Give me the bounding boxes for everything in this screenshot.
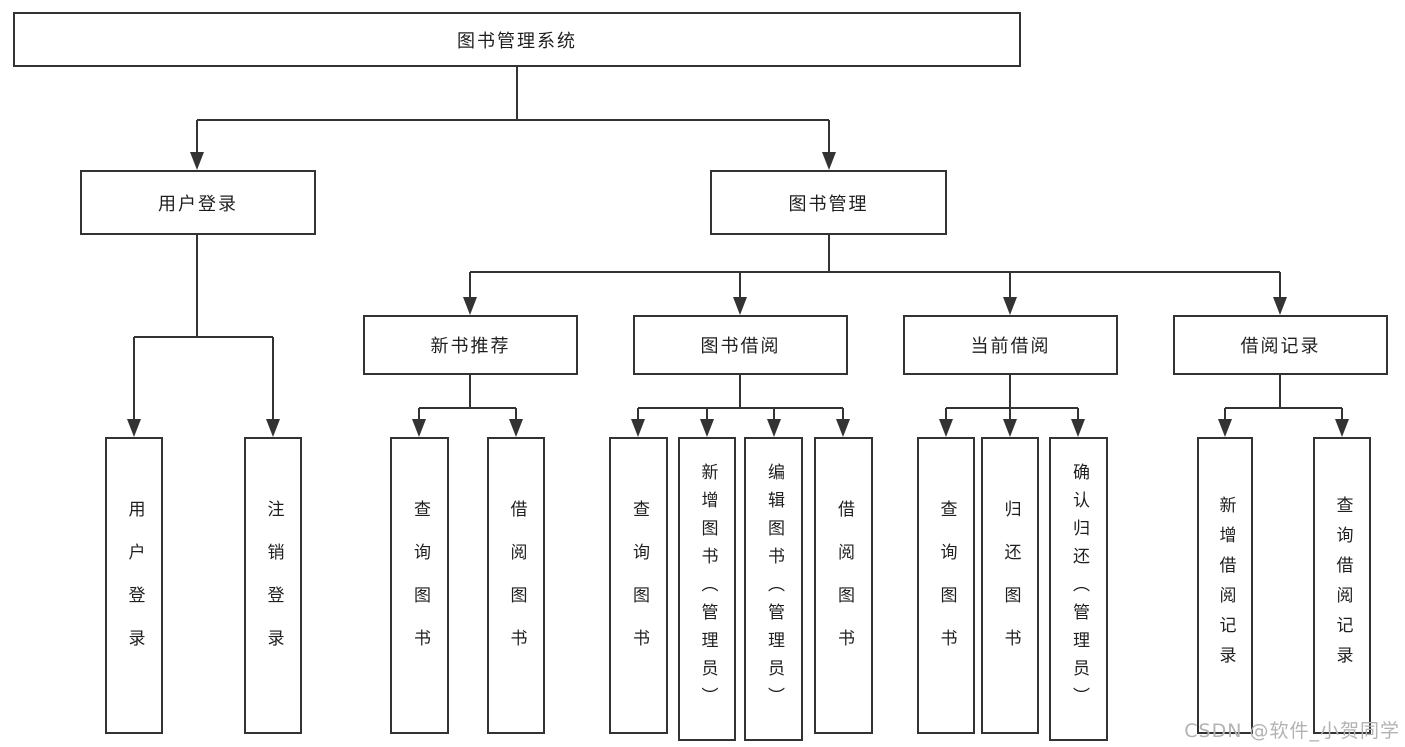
node-label: 当前借阅 xyxy=(970,336,1051,357)
node-label: 编辑图书（管理员） xyxy=(764,463,784,715)
leaf-return-books: 归还图书 xyxy=(981,437,1039,734)
leaf-edit-books-admin: 编辑图书（管理员） xyxy=(744,437,803,741)
node-label: 用户登录 xyxy=(124,499,145,672)
node-book-borrowing: 图书借阅 xyxy=(633,315,848,375)
node-label: 借阅记录 xyxy=(1240,336,1321,357)
node-label: 注销登录 xyxy=(263,499,284,672)
node-label: 图书借阅 xyxy=(700,336,781,357)
leaf-borrow-books-borrowing: 借阅图书 xyxy=(814,437,873,734)
node-label: 新增图书（管理员） xyxy=(697,463,718,715)
leaf-query-borrow-record: 查询借阅记录 xyxy=(1313,437,1371,734)
node-book-management: 图书管理 xyxy=(710,170,947,235)
leaf-logout: 注销登录 xyxy=(244,437,302,734)
node-label: 借阅图书 xyxy=(506,499,527,672)
node-label: 查询图书 xyxy=(936,499,957,672)
node-label: 查询图书 xyxy=(629,499,649,672)
node-user-login: 用户登录 xyxy=(80,170,316,235)
leaf-query-books-recommend: 查询图书 xyxy=(390,437,449,734)
node-label: 图书管理 xyxy=(788,193,869,215)
node-label: 查询图书 xyxy=(410,499,430,672)
node-new-book-recommend: 新书推荐 xyxy=(363,315,578,375)
leaf-query-books-borrowing: 查询图书 xyxy=(609,437,668,734)
leaf-user-login: 用户登录 xyxy=(105,437,163,734)
node-label: 图书管理系统 xyxy=(457,30,577,52)
node-label: 用户登录 xyxy=(158,193,238,215)
watermark: CSDN @软件_小贺同学 xyxy=(1184,720,1400,742)
leaf-borrow-books-recommend: 借阅图书 xyxy=(487,437,545,734)
leaf-query-books-current: 查询图书 xyxy=(917,437,975,734)
leaf-add-borrow-record: 新增借阅记录 xyxy=(1197,437,1253,734)
node-borrow-records: 借阅记录 xyxy=(1173,315,1388,375)
node-label: 新书推荐 xyxy=(430,336,511,357)
node-current-borrowing: 当前借阅 xyxy=(903,315,1118,375)
node-label: 归还图书 xyxy=(1000,499,1021,672)
node-label: 确认归还（管理员） xyxy=(1069,463,1089,715)
node-label: 新增借阅记录 xyxy=(1215,495,1236,676)
leaf-confirm-return-admin: 确认归还（管理员） xyxy=(1049,437,1108,741)
node-label: 查询借阅记录 xyxy=(1332,495,1353,676)
node-library-management-system: 图书管理系统 xyxy=(13,12,1021,67)
leaf-add-books-admin: 新增图书（管理员） xyxy=(678,437,736,741)
node-label: 借阅图书 xyxy=(834,499,854,672)
